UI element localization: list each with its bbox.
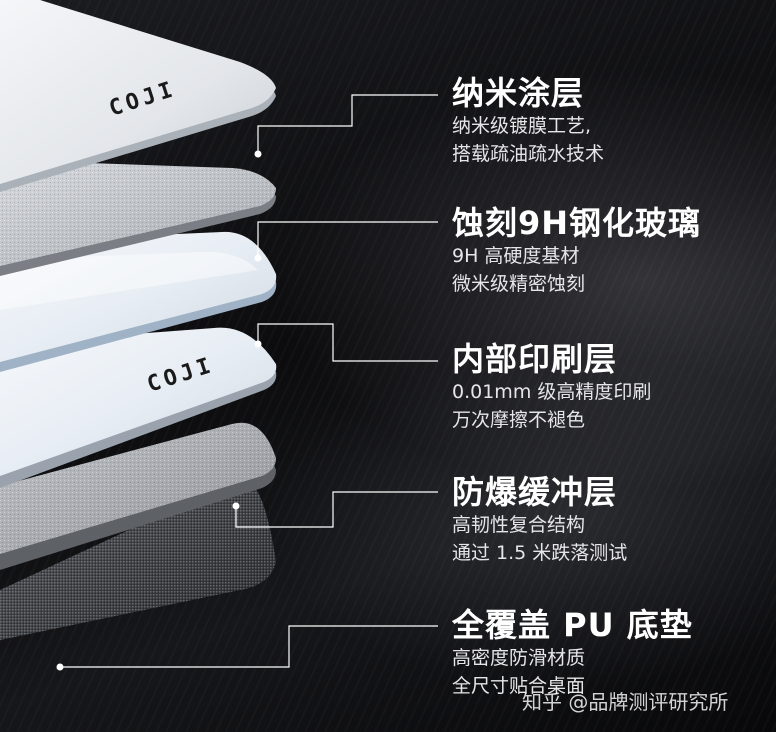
callout-line: 高密度防滑材质 xyxy=(452,647,586,669)
callout-nano-coating: 纳米涂层 纳米级镀膜工艺, 搭载疏油疏水技术 xyxy=(452,74,604,168)
callout-buffer: 防爆缓冲层 高韧性复合结构 通过 1.5 米跌落测试 xyxy=(452,473,627,567)
callout-line: 全尺寸贴合桌面 xyxy=(452,675,586,697)
leader-line-nano xyxy=(257,94,438,154)
callout-9h-glass: 蚀刻9H钢化玻璃 9H 高硬度基材 微米级精密蚀刻 xyxy=(452,204,701,298)
callout-title: 防爆缓冲层 xyxy=(452,473,618,511)
layer-inner-print: COJI xyxy=(0,327,277,488)
callout-inner-print: 内部印刷层 0.01mm 级高精度印刷 万次摩擦不褪色 xyxy=(452,340,651,434)
layer-buffer xyxy=(0,422,276,570)
layer-frosted xyxy=(0,160,276,276)
leader-dot-buffer xyxy=(232,502,240,510)
watermark: 知乎 @品牌测评研究所 xyxy=(522,690,729,714)
callout-line: 9H 高硬度基材 xyxy=(452,245,580,267)
callout-title: 全覆盖 PU 底垫 xyxy=(452,606,693,644)
callout-title: 内部印刷层 xyxy=(452,340,618,378)
leader-line-pu xyxy=(60,625,438,668)
callout-title: 纳米涂层 xyxy=(452,74,585,112)
callout-line: 通过 1.5 米跌落测试 xyxy=(452,542,628,564)
leader-dot-pu xyxy=(56,663,64,671)
layer-9h-glass xyxy=(0,231,277,372)
layer-pu-pad xyxy=(0,478,276,640)
callout-line: 高韧性复合结构 xyxy=(452,514,586,536)
layer-nano-coating: COJI xyxy=(0,0,276,192)
leader-line-print xyxy=(257,323,438,362)
callout-line: 微米级精密蚀刻 xyxy=(452,273,586,295)
callout-pu-pad: 全覆盖 PU 底垫 高密度防滑材质 全尺寸贴合桌面 xyxy=(452,606,693,700)
callout-line: 纳米级镀膜工艺, xyxy=(452,115,592,137)
leader-dot-nano xyxy=(254,150,262,158)
callout-line: 0.01mm 级高精度印刷 xyxy=(452,381,652,403)
leader-line-buffer xyxy=(235,491,438,528)
callout-line: 搭载疏油疏水技术 xyxy=(452,143,605,165)
callout-line: 万次摩擦不褪色 xyxy=(452,409,586,431)
leader-lines xyxy=(60,94,438,668)
leader-dot-print xyxy=(254,340,262,348)
leader-dot-glass xyxy=(254,254,262,262)
leader-line-glass xyxy=(257,221,438,258)
callout-title: 蚀刻9H钢化玻璃 xyxy=(452,204,702,242)
